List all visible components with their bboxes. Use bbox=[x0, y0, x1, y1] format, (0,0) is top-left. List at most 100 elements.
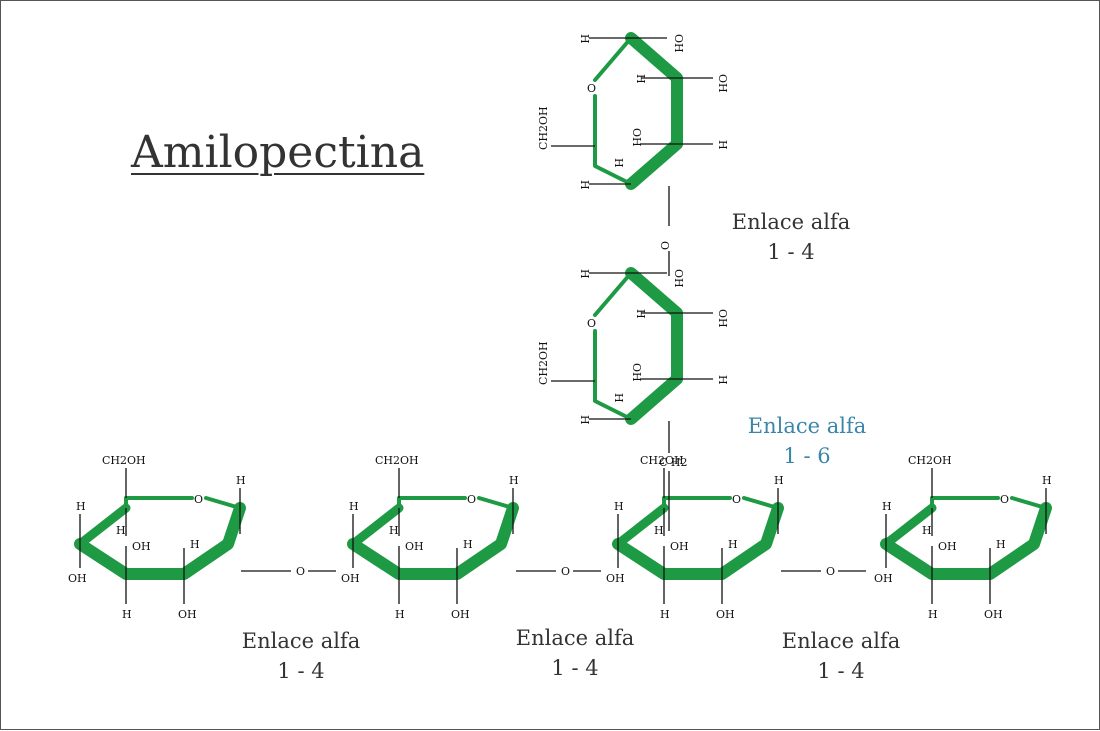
c3-oh-label: OH bbox=[630, 363, 643, 382]
top-h-label: H bbox=[578, 269, 591, 279]
ring-back-edge bbox=[124, 496, 194, 510]
c2-oh-label: OH bbox=[716, 74, 729, 93]
c5-h-label: H bbox=[654, 524, 664, 537]
c3-h-label: H bbox=[395, 608, 405, 621]
ring-back-edge bbox=[397, 496, 467, 510]
ring-oxygen-label: O bbox=[587, 82, 596, 95]
ring-front-edge bbox=[625, 32, 683, 190]
c2-h-label: H bbox=[728, 538, 738, 551]
c5-h-label: H bbox=[389, 524, 399, 537]
ring-front-edge bbox=[75, 503, 131, 549]
ring-oxygen-label: O bbox=[732, 493, 741, 506]
link-label-branch-16-type: 1 - 6 bbox=[783, 444, 831, 468]
ring-back-edge bbox=[593, 329, 633, 421]
link-label-bottom-14-c-type: 1 - 4 bbox=[817, 659, 865, 683]
ring-oxygen-label: O bbox=[587, 317, 596, 330]
c5-h-label: H bbox=[922, 524, 932, 537]
bridge-oxygen-label: O bbox=[561, 565, 570, 578]
link-label-top-14-name: Enlace alfa bbox=[731, 210, 851, 234]
c3-h-label: H bbox=[122, 608, 132, 621]
c2-oh-label: OH bbox=[716, 608, 735, 621]
c3-oh-label: OH bbox=[938, 540, 957, 553]
glycosidic-bond-bottom-1: O bbox=[241, 565, 336, 578]
c3-h-label: H bbox=[716, 375, 729, 385]
ring-front-edge bbox=[880, 502, 1052, 580]
ch2oh-label: CH2OH bbox=[640, 454, 684, 467]
diagram-title: Amilopectina bbox=[131, 127, 425, 178]
ring-front-edge bbox=[625, 267, 683, 425]
ring-front-edge bbox=[74, 502, 246, 580]
ring-back-edge bbox=[593, 36, 633, 82]
branch-ch2-label: C H2 bbox=[659, 456, 688, 469]
bridge-oxygen-label: O bbox=[826, 565, 835, 578]
c2-h-label: H bbox=[190, 538, 200, 551]
c4-h-label: H bbox=[614, 500, 624, 513]
c5-h-label: H bbox=[612, 158, 625, 168]
ring-oxygen-label: O bbox=[1000, 493, 1009, 506]
glycosidic-bond-branch: C H2 bbox=[659, 421, 688, 531]
c1-h-label: H bbox=[236, 474, 246, 487]
link-label-top-14: Enlace alfa 1 - 4 bbox=[701, 207, 881, 267]
top-h-label: H bbox=[578, 34, 591, 44]
c4-h-label: H bbox=[76, 500, 86, 513]
c2-h-label: H bbox=[634, 309, 647, 319]
c4-oh-label: OH bbox=[874, 572, 893, 585]
glycosidic-bond-bottom-3: O bbox=[781, 565, 866, 578]
ring-front-edge bbox=[348, 503, 404, 549]
c2-oh-label: OH bbox=[716, 309, 729, 328]
link-label-branch-16-name: Enlace alfa bbox=[747, 414, 867, 438]
c1-h-label: H bbox=[774, 474, 784, 487]
c3-oh-label: OH bbox=[132, 540, 151, 553]
c2-h-label: H bbox=[996, 538, 1006, 551]
c3-oh-label: OH bbox=[405, 540, 424, 553]
c3-h-label: H bbox=[928, 608, 938, 621]
ring-back-edge bbox=[662, 496, 732, 510]
c2-h-label: H bbox=[463, 538, 473, 551]
link-label-bottom-14-a: Enlace alfa 1 - 4 bbox=[211, 626, 391, 686]
ring-oxygen-label: O bbox=[194, 493, 203, 506]
glycosidic-bond-top: O bbox=[658, 186, 671, 276]
c1-h-label: H bbox=[509, 474, 519, 487]
link-label-bottom-14-c: Enlace alfa 1 - 4 bbox=[751, 626, 931, 686]
link-label-branch-16: Enlace alfa 1 - 6 bbox=[717, 411, 897, 471]
c1-h-label: H bbox=[1042, 474, 1052, 487]
ring-front-edge bbox=[612, 502, 784, 580]
ring-back-edge bbox=[593, 94, 633, 186]
c2-oh-label: OH bbox=[984, 608, 1003, 621]
ring-oxygen-label: O bbox=[467, 493, 476, 506]
c4-oh-label: OH bbox=[341, 572, 360, 585]
top-oh-label: OH bbox=[672, 269, 685, 288]
c3-oh-label: OH bbox=[630, 128, 643, 147]
bridge-oxygen-label: O bbox=[296, 565, 305, 578]
c2-h-label: H bbox=[634, 74, 647, 84]
c4-oh-label: OH bbox=[606, 572, 625, 585]
link-label-bottom-14-a-type: 1 - 4 bbox=[277, 659, 325, 683]
c3-h-label: H bbox=[716, 140, 729, 150]
bottom-h-label: H bbox=[578, 415, 591, 425]
ch2oh-label: CH2OH bbox=[537, 106, 550, 150]
ring-back-edge bbox=[593, 271, 633, 317]
ch2oh-label: CH2OH bbox=[908, 454, 952, 467]
link-label-top-14-type: 1 - 4 bbox=[767, 240, 815, 264]
glycosidic-bond-bottom-2: O bbox=[516, 565, 601, 578]
c4-h-label: H bbox=[349, 500, 359, 513]
ring-back-edge bbox=[930, 496, 1000, 510]
c2-oh-label: OH bbox=[178, 608, 197, 621]
link-label-bottom-14-b: Enlace alfa 1 - 4 bbox=[485, 623, 665, 683]
c2-oh-label: OH bbox=[451, 608, 470, 621]
link-label-bottom-14-a-name: Enlace alfa bbox=[241, 629, 361, 653]
link-label-bottom-14-c-name: Enlace alfa bbox=[781, 629, 901, 653]
top-oh-label: OH bbox=[672, 34, 685, 53]
ch2oh-label: CH2OH bbox=[537, 341, 550, 385]
bottom-h-label: H bbox=[578, 180, 591, 190]
ring-front-edge bbox=[347, 502, 519, 580]
ring-front-edge bbox=[881, 503, 937, 549]
